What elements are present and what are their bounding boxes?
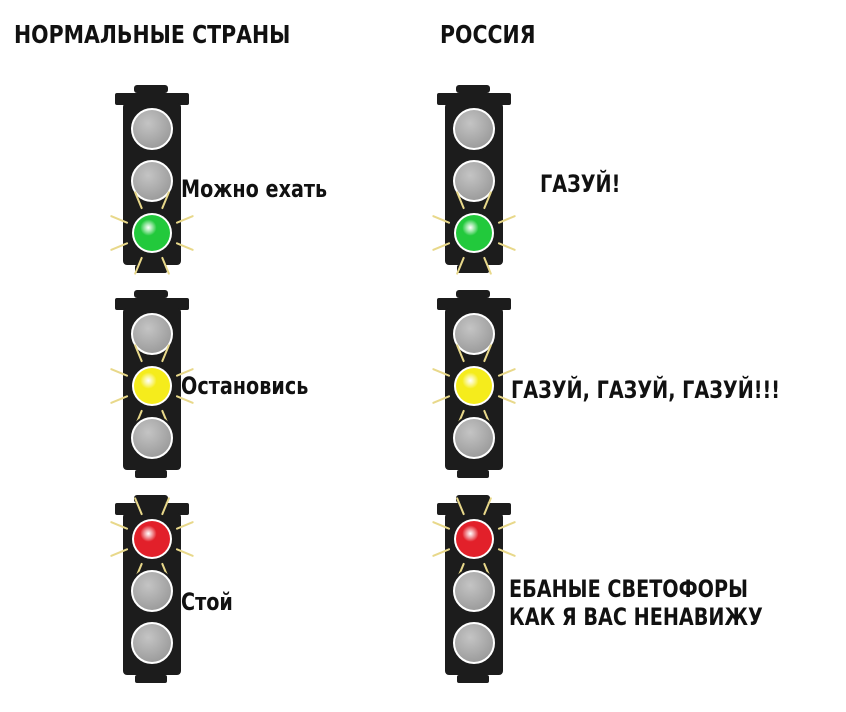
glow-rays: [110, 497, 194, 581]
heading-russia: РОССИЯ: [440, 20, 536, 49]
lamp-yellow-lit: [134, 368, 170, 404]
caption-russia-go: ГАЗУЙ!: [540, 170, 621, 198]
lamp-off: [133, 572, 171, 610]
glow-rays: [110, 344, 194, 428]
lamp-yellow-lit: [456, 368, 492, 404]
traffic-light-graphic: [432, 495, 516, 683]
housing-cap: [134, 290, 168, 298]
lamp-off: [455, 572, 493, 610]
caption-russia-yellow: ГАЗУЙ, ГАЗУЙ, ГАЗУЙ!!!: [511, 376, 781, 404]
lamp-off: [455, 110, 493, 148]
lamp-off: [133, 419, 171, 457]
housing-cap: [134, 85, 168, 93]
housing-base: [135, 470, 167, 478]
traffic-light-graphic: [110, 290, 194, 478]
housing-base: [135, 675, 167, 683]
lamp-green-lit: [456, 215, 492, 251]
housing-base: [457, 470, 489, 478]
caption-normal-stop-soon: Остановись: [181, 372, 309, 400]
lamp-off: [133, 110, 171, 148]
housing-cap: [456, 495, 490, 503]
traffic-light-graphic: [110, 495, 194, 683]
lamp-off: [133, 624, 171, 662]
lamp-off: [455, 624, 493, 662]
lamp-green-lit: [134, 215, 170, 251]
traffic-light-graphic: [432, 85, 516, 275]
lamp-red-lit: [134, 521, 170, 557]
housing-hood: [115, 298, 189, 310]
housing-hood: [437, 298, 511, 310]
caption-normal-stop: Стой: [181, 588, 233, 616]
lamp-off: [455, 162, 493, 200]
housing-base: [457, 675, 489, 683]
lamp-off: [133, 315, 171, 353]
housing-hood: [437, 93, 511, 105]
glow-rays: [110, 191, 194, 275]
housing-cap: [134, 495, 168, 503]
housing-hood: [115, 503, 189, 515]
caption-normal-go: Можно ехать: [181, 175, 328, 203]
lamp-off: [133, 162, 171, 200]
housing-cap: [456, 85, 490, 93]
lamp-red-lit: [456, 521, 492, 557]
caption-russia-red: ЕБАНЫЕ СВЕТОФОРЫ КАК Я ВАС НЕНАВИЖУ: [509, 575, 763, 631]
housing-base: [457, 265, 489, 273]
housing-hood: [437, 503, 511, 515]
traffic-light-graphic: [110, 85, 194, 275]
traffic-light-graphic: [432, 290, 516, 478]
housing-base: [135, 265, 167, 273]
heading-normal-countries: НОРМАЛЬНЫЕ СТРАНЫ: [14, 20, 291, 49]
lamp-off: [455, 419, 493, 457]
glow-rays: [432, 191, 516, 275]
housing-hood: [115, 93, 189, 105]
lamp-off: [455, 315, 493, 353]
housing-cap: [456, 290, 490, 298]
